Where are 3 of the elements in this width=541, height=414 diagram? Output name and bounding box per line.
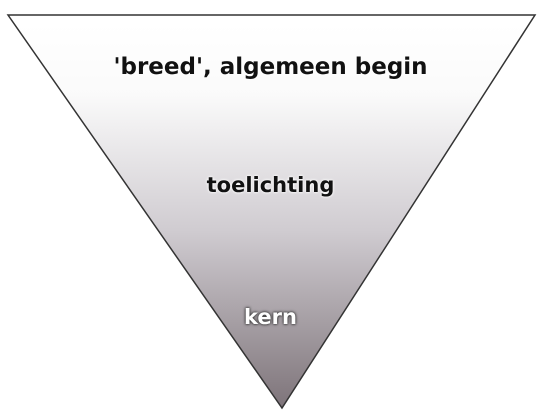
triangle-label: toelichting bbox=[206, 172, 334, 199]
triangle-label: 'breed', algemeen begin bbox=[113, 53, 428, 82]
triangle-label: kern bbox=[244, 304, 297, 331]
